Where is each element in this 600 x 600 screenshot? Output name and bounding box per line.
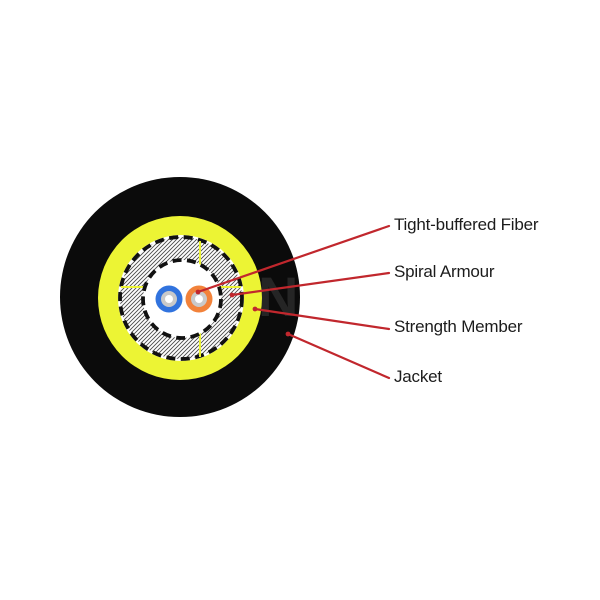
leader-tip-jacket [285, 331, 291, 337]
leader-line-tips [195, 289, 291, 337]
leader-line-jacket [286, 332, 391, 380]
label-tight-buffered-fiber: Tight-buffered Fiber [394, 215, 539, 234]
leader-tip-tight-buffered-fiber [195, 289, 201, 295]
label-spiral-armour: Spiral Armour [394, 262, 495, 281]
leader-line-spiral-armour [230, 271, 391, 297]
watermark-letter: N [258, 265, 298, 328]
leader-lines [196, 224, 391, 380]
leader-line-tight-buffered-fiber [196, 224, 391, 294]
armour-tick-marks [121, 241, 241, 357]
leader-line-strength-member [253, 307, 391, 331]
fiber-blue [155, 285, 183, 313]
fiber-blue-core [165, 295, 173, 303]
label-strength-member: Strength Member [394, 317, 523, 336]
leader-tip-spiral-armour [229, 292, 235, 298]
fiber-orange [185, 285, 213, 313]
fiber-orange-core [195, 295, 203, 303]
leader-tip-strength-member [252, 306, 258, 312]
label-jacket: Jacket [394, 367, 442, 386]
